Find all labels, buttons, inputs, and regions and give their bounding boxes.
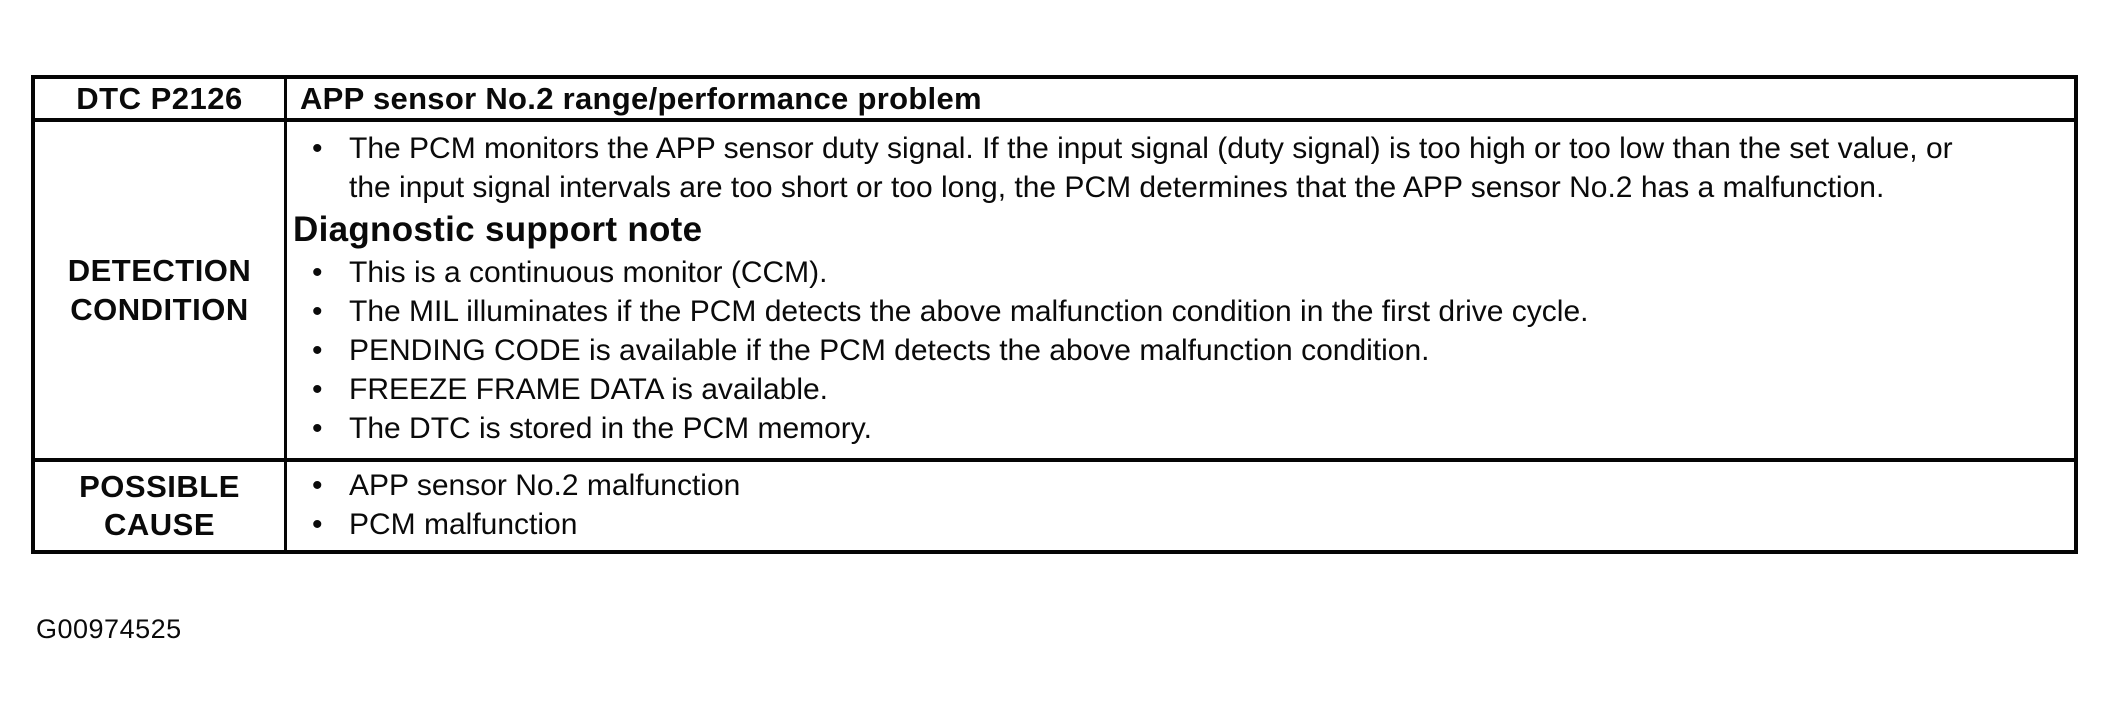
detection-label-line2: CONDITION	[70, 292, 249, 327]
bullet-icon: •	[312, 508, 323, 541]
bullet-icon: •	[312, 412, 323, 445]
detection-intro-text: The PCM monitors the APP sensor duty sig…	[349, 132, 1953, 204]
diagnostic-support-note-heading: Diagnostic support note	[293, 210, 703, 249]
support-note-item: • FREEZE FRAME DATA is available.	[287, 370, 2056, 409]
dtc-table: DTC P2126 APP sensor No.2 range/performa…	[31, 75, 2078, 554]
support-note-item: • The MIL illuminates if the PCM detects…	[287, 292, 2056, 331]
bullet-icon: •	[312, 256, 323, 289]
support-note-text: The MIL illuminates if the PCM detects t…	[349, 295, 1589, 328]
support-note-list: • This is a continuous monitor (CCM). • …	[287, 253, 2056, 448]
possible-cause-text: PCM malfunction	[349, 508, 578, 541]
support-note-item: • PENDING CODE is available if the PCM d…	[287, 331, 2056, 370]
dtc-title-cell: APP sensor No.2 range/performance proble…	[287, 79, 2074, 118]
figure-id: G00974525	[36, 614, 182, 644]
detection-condition-label-cell: DETECTION CONDITION	[35, 122, 287, 458]
bullet-icon: •	[312, 334, 323, 367]
support-note-item: • The DTC is stored in the PCM memory.	[287, 409, 2056, 448]
detection-intro-list: • The PCM monitors the APP sensor duty s…	[287, 129, 2056, 207]
detection-condition-content: • The PCM monitors the APP sensor duty s…	[287, 122, 2074, 458]
support-note-item: • This is a continuous monitor (CCM).	[287, 253, 2056, 292]
dtc-code: DTC P2126	[76, 80, 243, 116]
support-note-text: FREEZE FRAME DATA is available.	[349, 373, 829, 406]
possible-cause-row: POSSIBLE CAUSE • APP sensor No.2 malfunc…	[35, 462, 2074, 550]
possible-cause-content: • APP sensor No.2 malfunction • PCM malf…	[287, 462, 2074, 550]
possible-cause-label-line2: CAUSE	[103, 507, 215, 542]
possible-cause-list: • APP sensor No.2 malfunction • PCM malf…	[287, 466, 2056, 544]
bullet-icon: •	[312, 295, 323, 328]
support-note-text: This is a continuous monitor (CCM).	[349, 256, 828, 289]
dtc-header-row: DTC P2126 APP sensor No.2 range/performa…	[35, 79, 2074, 122]
possible-cause-text: APP sensor No.2 malfunction	[349, 469, 741, 502]
bullet-icon: •	[312, 373, 323, 406]
detection-label-line1: DETECTION	[67, 253, 252, 288]
dtc-code-cell: DTC P2126	[35, 79, 287, 118]
bullet-icon: •	[312, 469, 323, 502]
dtc-title: APP sensor No.2 range/performance proble…	[300, 80, 982, 116]
possible-cause-label-line1: POSSIBLE	[79, 469, 240, 504]
possible-cause-item: • PCM malfunction	[287, 505, 2056, 544]
detection-condition-row: DETECTION CONDITION • The PCM monitors t…	[35, 122, 2074, 462]
detection-intro-bullet: • The PCM monitors the APP sensor duty s…	[287, 129, 2056, 207]
support-note-text: The DTC is stored in the PCM memory.	[349, 412, 872, 445]
possible-cause-label-cell: POSSIBLE CAUSE	[35, 462, 287, 550]
bullet-icon: •	[312, 132, 323, 165]
support-note-text: PENDING CODE is available if the PCM det…	[349, 334, 1430, 367]
possible-cause-item: • APP sensor No.2 malfunction	[287, 466, 2056, 505]
